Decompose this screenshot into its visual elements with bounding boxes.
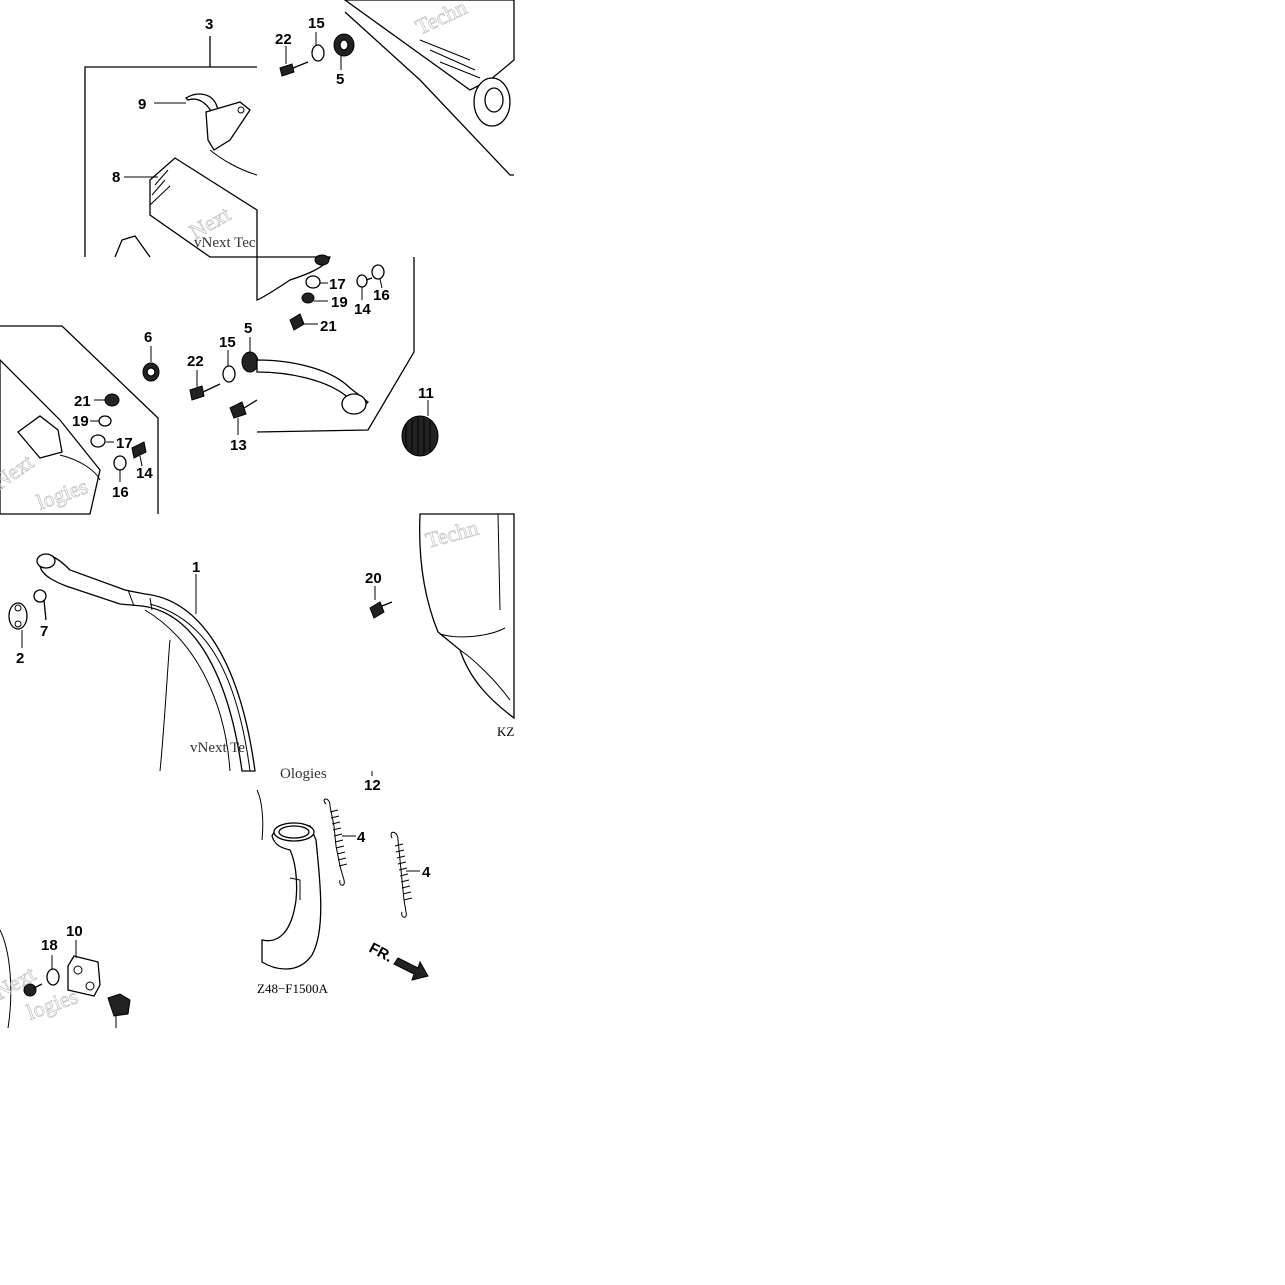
callout-18: 18 bbox=[41, 937, 58, 954]
tile-mid-left: 6 22 15 13 21 19 17 14 16 Next logies bbox=[0, 325, 258, 515]
callout-5: 5 bbox=[244, 320, 252, 337]
tile-mid-right: 17 19 21 14 16 5 11 bbox=[241, 254, 439, 457]
callout-1: 1 bbox=[192, 559, 200, 576]
callout-20: 20 bbox=[365, 570, 382, 587]
callout-13: 13 bbox=[230, 437, 247, 454]
callout-10: 10 bbox=[66, 923, 83, 940]
callout-12: 12 bbox=[364, 777, 381, 794]
callout-15: 15 bbox=[308, 15, 325, 32]
tile-row4-right: Ologies FR. 12 4 4 Z48−F1500A bbox=[256, 766, 431, 996]
callout-8: 8 bbox=[112, 169, 120, 186]
figure-code: Z48−F1500A bbox=[257, 981, 329, 996]
callout-16: 16 bbox=[112, 484, 129, 501]
callout-19: 19 bbox=[72, 413, 89, 430]
callout-9: 9 bbox=[138, 96, 146, 113]
tile-top-left: 3 9 8 Next vNext Tec bbox=[84, 16, 258, 258]
callout-22: 22 bbox=[187, 353, 204, 370]
tile-bottom-right: 20 KZ Techn bbox=[365, 513, 515, 739]
callout-15: 15 bbox=[219, 334, 236, 351]
watermark-text: vNext Tec bbox=[194, 235, 256, 251]
watermark-text: vNext Te bbox=[190, 740, 245, 756]
callout-16: 16 bbox=[373, 287, 390, 304]
callout-19: 19 bbox=[331, 294, 348, 311]
callout-7: 7 bbox=[40, 623, 48, 640]
tile-bottom-left: 1 2 7 vNext Te bbox=[8, 553, 256, 772]
callout-5: 5 bbox=[336, 71, 344, 88]
callout-3: 3 bbox=[205, 16, 213, 33]
watermark-text: Ologies bbox=[280, 766, 327, 782]
callout-17: 17 bbox=[329, 276, 346, 293]
callout-14: 14 bbox=[136, 465, 153, 482]
callout-21: 21 bbox=[74, 393, 91, 410]
front-direction-label: FR. bbox=[366, 940, 395, 966]
callout-21: 21 bbox=[320, 318, 337, 335]
callout-11: 11 bbox=[418, 385, 434, 402]
callout-17: 17 bbox=[116, 435, 133, 452]
callout-4: 4 bbox=[357, 829, 366, 846]
callout-4: 4 bbox=[422, 864, 431, 881]
tile-top-right: 22 15 5 Techn bbox=[275, 0, 515, 176]
tile-row4-left: 18 10 Next logies bbox=[0, 923, 131, 1029]
callout-14: 14 bbox=[354, 301, 371, 318]
callout-6: 6 bbox=[144, 329, 152, 346]
callout-22: 22 bbox=[275, 31, 292, 48]
callout-2: 2 bbox=[16, 650, 24, 667]
fragment-code: KZ bbox=[497, 724, 514, 739]
